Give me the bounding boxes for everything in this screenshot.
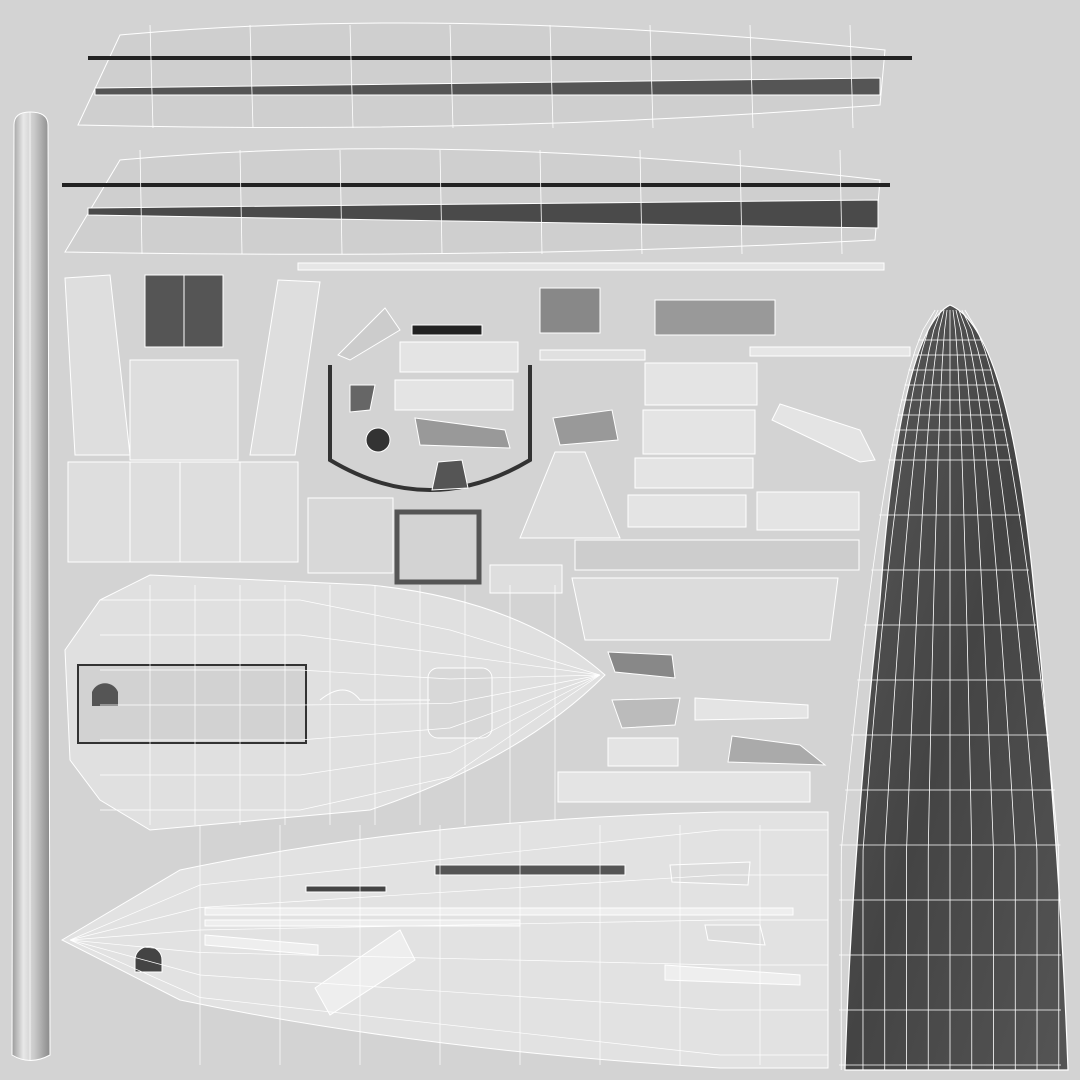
wire-line bbox=[69, 939, 828, 966]
wire-line bbox=[249, 24, 254, 129]
wire-line bbox=[958, 309, 1016, 1070]
wire-line bbox=[139, 149, 143, 255]
hull-outer-uv bbox=[844, 304, 1069, 1071]
wire-line bbox=[961, 309, 1038, 1070]
wire-line bbox=[840, 309, 936, 1070]
wire-line bbox=[749, 24, 754, 129]
wire-line bbox=[69, 939, 828, 1011]
wire-line bbox=[739, 149, 743, 255]
wire-line bbox=[69, 939, 828, 1056]
wire-line bbox=[849, 24, 854, 129]
wire-line bbox=[862, 309, 939, 1070]
thin-bar bbox=[297, 262, 885, 271]
wire-line bbox=[539, 149, 543, 255]
hull-bottom-wireframe bbox=[69, 825, 828, 1065]
wire-line bbox=[639, 149, 643, 255]
wire-line bbox=[549, 24, 554, 129]
wire-line bbox=[439, 149, 443, 255]
wire-line bbox=[149, 24, 154, 129]
wire-line bbox=[449, 24, 454, 129]
wire-line bbox=[964, 309, 1060, 1070]
hull-side-strip-2 bbox=[62, 148, 890, 255]
fittings bbox=[328, 287, 911, 803]
cockpit-parts bbox=[64, 274, 563, 594]
wire-line bbox=[906, 309, 945, 1070]
deck-wireframe bbox=[100, 585, 601, 825]
wire-line bbox=[927, 309, 948, 1070]
hull-bottom-uv bbox=[60, 811, 829, 1069]
wire-line bbox=[649, 24, 654, 129]
wire-line bbox=[839, 149, 843, 255]
wire-line bbox=[69, 874, 828, 941]
wire-line bbox=[349, 24, 354, 129]
wire-line bbox=[884, 309, 942, 1070]
wire-line bbox=[339, 149, 343, 255]
mast-uv bbox=[11, 111, 51, 1061]
hull-side-strip-1 bbox=[77, 22, 912, 128]
wire-line bbox=[69, 829, 828, 941]
wire-line bbox=[239, 149, 243, 255]
deck-uv bbox=[64, 574, 606, 831]
wire-line bbox=[955, 309, 994, 1070]
wire-line bbox=[952, 309, 973, 1070]
strip-wireframe bbox=[139, 24, 854, 255]
hull-outer-wireframe bbox=[839, 309, 1061, 1070]
wire-line bbox=[69, 919, 828, 941]
